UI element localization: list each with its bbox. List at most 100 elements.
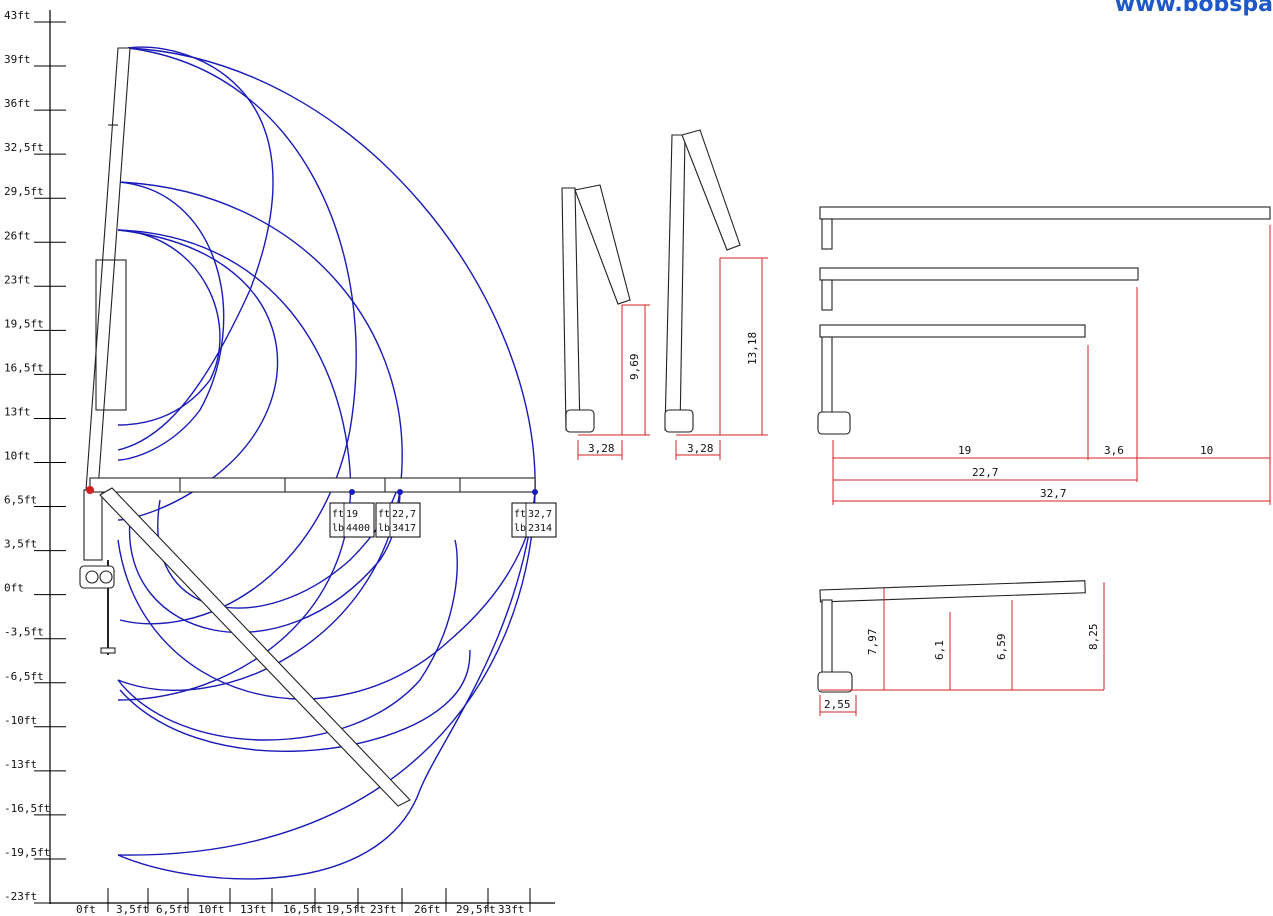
y-tick-label: -19,5ft <box>4 846 50 859</box>
ext-dim-22-7: 22,7 <box>972 466 999 479</box>
y-tick-label: 19,5ft <box>4 317 44 330</box>
x-tick-label: 19,5ft <box>326 903 366 916</box>
y-tick-label: 36ft <box>4 97 31 110</box>
folded-low-height: 9,69 <box>628 354 641 381</box>
ext-dim-3-6: 3,6 <box>1104 444 1124 457</box>
ext-dim-19: 19 <box>958 444 971 457</box>
base-wheel-2 <box>99 570 113 584</box>
load-box-ft-value: 19 <box>346 509 358 520</box>
y-tick-label: 43ft <box>4 9 31 22</box>
extension-boom-short <box>819 324 1086 338</box>
y-tick-label: -23ft <box>4 890 37 903</box>
extension-boom-long <box>819 206 1271 220</box>
extension-boom-mid <box>819 267 1139 281</box>
ext-short-column <box>821 336 833 423</box>
column-base <box>83 489 103 561</box>
side-dim-8-25: 8,25 <box>1087 624 1100 651</box>
extension-dims <box>832 225 1271 505</box>
folded-high-height: 13,18 <box>746 332 759 365</box>
side-dim-7-97: 7,97 <box>866 629 879 656</box>
load-box-ft-label: ft <box>514 509 526 520</box>
load-box-lb-value: 3417 <box>392 523 416 534</box>
pivot-point <box>86 486 94 494</box>
y-tick-label: 16,5ft <box>4 361 44 374</box>
knuckle-arm <box>95 259 127 411</box>
arc-upper-3 <box>117 181 225 461</box>
side-view-dims <box>819 582 1105 716</box>
side-view: 7,97 6,1 6,59 8,25 2,55 <box>817 580 1105 716</box>
y-tick-label: -3,5ft <box>4 626 44 639</box>
load-box <box>375 502 421 538</box>
ext-dim-32-7: 32,7 <box>1040 487 1067 500</box>
y-tick-group: 43ft 39ft 36ft 32,5ft 29,5ft 26ft 23ft 19,5ft 16… <box>4 9 66 904</box>
folded-high-column <box>664 134 686 431</box>
arc-mid-3 <box>117 491 536 700</box>
x-tick-label: 29,5ft <box>456 903 496 916</box>
y-tick-label: 39ft <box>4 53 31 66</box>
y-tick-label: -10ft <box>4 714 37 727</box>
crane-column <box>79 47 536 807</box>
load-box-ft-label: ft <box>332 509 344 520</box>
load-box-ft-label: ft <box>378 509 390 520</box>
folded-low-dims <box>577 304 650 460</box>
y-tick-label: 13ft <box>4 405 31 418</box>
load-box <box>511 502 557 538</box>
side-view-boom <box>819 580 1086 603</box>
y-tick-label: 6,5ft <box>4 494 37 507</box>
y-tick-label: 23ft <box>4 273 31 286</box>
load-box-ft-value: 22,7 <box>392 509 416 520</box>
folded-low-base <box>565 409 595 433</box>
diagonal-boom <box>99 487 411 807</box>
x-tick-label: 16,5ft <box>283 903 323 916</box>
ext-dim-10: 10 <box>1200 444 1213 457</box>
base-wheel-1 <box>85 570 99 584</box>
load-box-lb-label: lb <box>514 523 526 534</box>
y-tick-label: 32,5ft <box>4 141 44 154</box>
extension-views: 19 3,6 10 22,7 32,7 <box>817 206 1271 505</box>
y-tick-label: -6,5ft <box>4 670 44 683</box>
vertical-boom <box>85 47 131 491</box>
x-tick-label: 0ft <box>76 903 96 916</box>
arc-upper-5 <box>117 229 221 426</box>
arc-upper-6 <box>117 229 279 521</box>
reach-chart: 43ft39ft36ft32,5ft29,5ft26ft23ft19,5ft16… <box>4 9 557 916</box>
load-point <box>532 489 538 495</box>
x-tick-label: 3,5ft <box>116 903 149 916</box>
arc-mid-1 <box>157 487 401 609</box>
arc-low-1 <box>117 539 458 741</box>
folded-low-column <box>561 187 581 431</box>
x-tick-label: 13ft <box>240 903 267 916</box>
load-box-ft-value: 32,7 <box>528 509 552 520</box>
side-view-column <box>821 599 833 681</box>
y-tick-label: 26ft <box>4 229 31 242</box>
folded-high-dims <box>675 257 768 460</box>
y-tick-label: -13ft <box>4 758 37 771</box>
y-tick-label: 29,5ft <box>4 185 44 198</box>
y-tick-label: 10ft <box>4 450 31 463</box>
ext-mid-column <box>821 279 833 311</box>
y-tick-label: 0ft <box>4 582 24 595</box>
load-point <box>349 489 355 495</box>
x-tick-label: 23ft <box>370 903 397 916</box>
x-tick-label: 10ft <box>198 903 225 916</box>
arc-max-reach <box>117 47 536 856</box>
side-dim-6-1: 6,1 <box>933 640 946 660</box>
ext-base <box>817 411 851 435</box>
ext-long-column <box>821 218 833 250</box>
brand-url: www.bobspa <box>1114 0 1273 17</box>
stabilizer-foot <box>100 647 116 654</box>
y-tick-label: -16,5ft <box>4 802 50 815</box>
folded-high-arm <box>681 129 741 251</box>
folded-crane-high: 13,18 3,28 <box>664 129 768 460</box>
y-tick-label: 3,5ft <box>4 538 37 551</box>
side-view-base <box>817 671 853 693</box>
side-dim-2-55: 2,55 <box>824 698 851 711</box>
side-dim-6-59: 6,59 <box>995 634 1008 661</box>
arc-inner <box>117 46 274 451</box>
load-box-lb-value: 2314 <box>528 523 552 534</box>
x-tick-label: 33ft <box>498 903 525 916</box>
arc-low-3 <box>117 491 536 880</box>
